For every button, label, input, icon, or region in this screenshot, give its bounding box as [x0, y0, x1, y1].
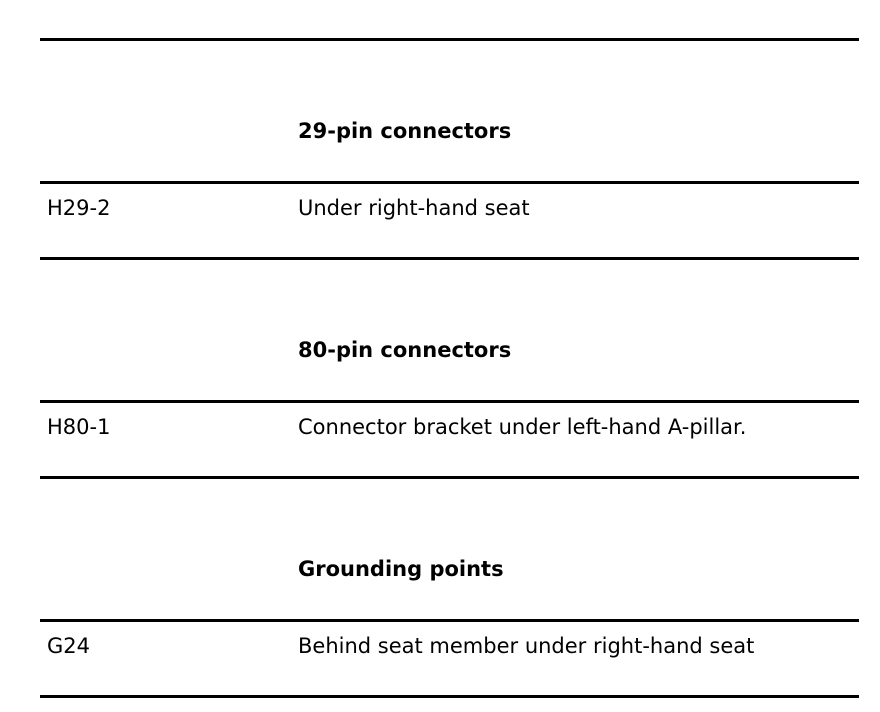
section-heading-row: 80-pin connectors	[40, 260, 859, 400]
grounding-point-code: G24	[47, 634, 90, 658]
section-heading-80-pin: 80-pin connectors	[298, 338, 512, 362]
table-rule-bottom	[40, 695, 859, 698]
table-rule	[40, 619, 859, 622]
section-heading-29-pin: 29-pin connectors	[298, 119, 512, 143]
table-rule-top	[40, 38, 859, 41]
table-rule	[40, 400, 859, 403]
grounding-point-location: Behind seat member under right-hand seat	[298, 634, 755, 658]
table-rule	[40, 257, 859, 260]
connector-location-table: 29-pin connectors H29-2 Under right-hand…	[40, 38, 859, 698]
table-row: H80-1 Connector bracket under left-hand …	[40, 403, 859, 476]
connector-location: Connector bracket under left-hand A-pill…	[298, 415, 747, 439]
table-rule	[40, 476, 859, 479]
section-heading-row: 29-pin connectors	[40, 41, 859, 181]
connector-location: Under right-hand seat	[298, 196, 530, 220]
connector-code: H29-2	[47, 196, 111, 220]
table-rule	[40, 181, 859, 184]
section-heading-row: Grounding points	[40, 479, 859, 619]
section-heading-grounding-points: Grounding points	[298, 557, 504, 581]
table-row: G24 Behind seat member under right-hand …	[40, 622, 859, 695]
table-row: H29-2 Under right-hand seat	[40, 184, 859, 257]
connector-code: H80-1	[47, 415, 111, 439]
